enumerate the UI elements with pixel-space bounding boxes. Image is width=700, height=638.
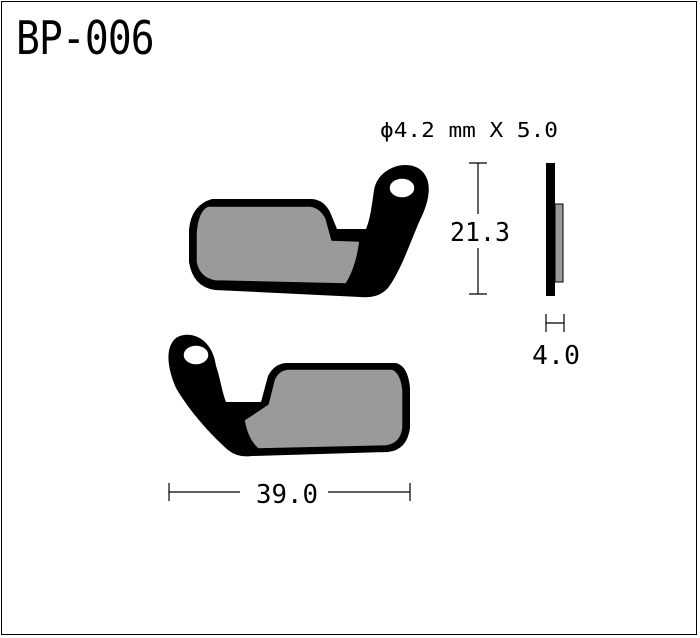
thickness-dimension — [545, 314, 565, 332]
pin-dimension-label: ϕ4.2 mm X 5.0 — [380, 118, 558, 142]
width-dimension — [168, 483, 411, 501]
upper-pad-friction-material — [195, 205, 361, 285]
width-dimension-label: 39.0 — [256, 480, 318, 510]
upper-pad-mounting-hole — [388, 177, 416, 199]
upper-brake-pad — [189, 164, 429, 298]
thickness-dimension-label: 4.0 — [532, 341, 580, 371]
lower-brake-pad — [168, 334, 410, 457]
lower-pad-friction-material — [243, 368, 404, 450]
pad-side-view — [546, 163, 564, 296]
side-view-friction-material — [554, 203, 564, 283]
part-number-title: BP-006 — [16, 11, 155, 65]
lower-pad-mounting-hole — [182, 344, 210, 366]
side-view-backing-plate — [546, 163, 555, 296]
height-dimension — [469, 162, 487, 295]
height-dimension-label: 21.3 — [450, 218, 510, 248]
